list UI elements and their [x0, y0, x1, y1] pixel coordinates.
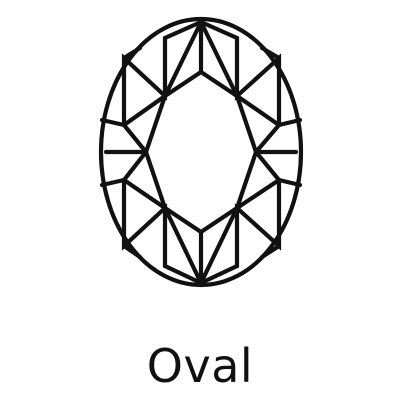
- girdle-facet-right-upper: [276, 117, 303, 128]
- shape-name-label: Oval: [146, 339, 254, 393]
- girdle-facet-top-right: [259, 45, 282, 61]
- bezel-facet-top-right: [198, 19, 282, 128]
- star-facet-lower-left: [120, 149, 168, 211]
- girdle-facet-left-lower: [99, 177, 127, 188]
- bezel-facet-bottom-left: [121, 177, 204, 286]
- star-facet-lower-right: [234, 149, 283, 211]
- oval-cut-gem-icon: [98, 16, 304, 288]
- girdle-facet-left-upper: [99, 117, 127, 128]
- star-facet-top-right: [198, 19, 240, 99]
- bezel-facet-bottom-right: [198, 177, 282, 286]
- girdle-facet-right-lower: [276, 177, 303, 188]
- girdle-facet-top-left: [121, 45, 143, 61]
- oval-cut-gem-graphic: [98, 16, 304, 288]
- star-facet-upper-right: [234, 93, 283, 155]
- girdle-facet-bottom-right: [259, 243, 282, 260]
- star-facet-bottom-left: [162, 205, 204, 286]
- star-facet-upper-left: [120, 93, 168, 155]
- bezel-facet-top-left: [121, 19, 204, 128]
- girdle-facet-bottom-left: [121, 243, 143, 260]
